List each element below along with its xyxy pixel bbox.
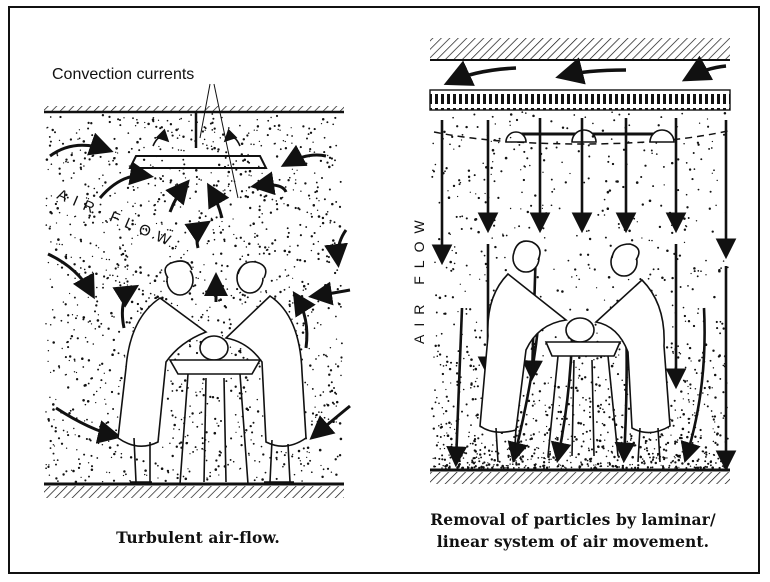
air-flow-label-right: AIR FLOW xyxy=(386,8,760,574)
right-caption-line1: Removal of particles by laminar/ xyxy=(386,510,760,529)
figure-frame: Convection currents AIR FLOW Turbulent a… xyxy=(8,6,760,574)
laminar-airflow-panel: AIR FLOW Removal of particles by laminar… xyxy=(386,8,760,574)
air-flow-text: AIR FLOW xyxy=(54,186,179,252)
right-caption-line2: linear system of air movement. xyxy=(386,532,760,551)
left-caption: Turbulent air-flow. xyxy=(10,528,386,547)
turbulent-airflow-panel: Convection currents AIR FLOW Turbulent a… xyxy=(10,8,386,574)
air-flow-text: AIR FLOW xyxy=(411,212,427,344)
air-flow-label-left: AIR FLOW xyxy=(10,8,386,574)
